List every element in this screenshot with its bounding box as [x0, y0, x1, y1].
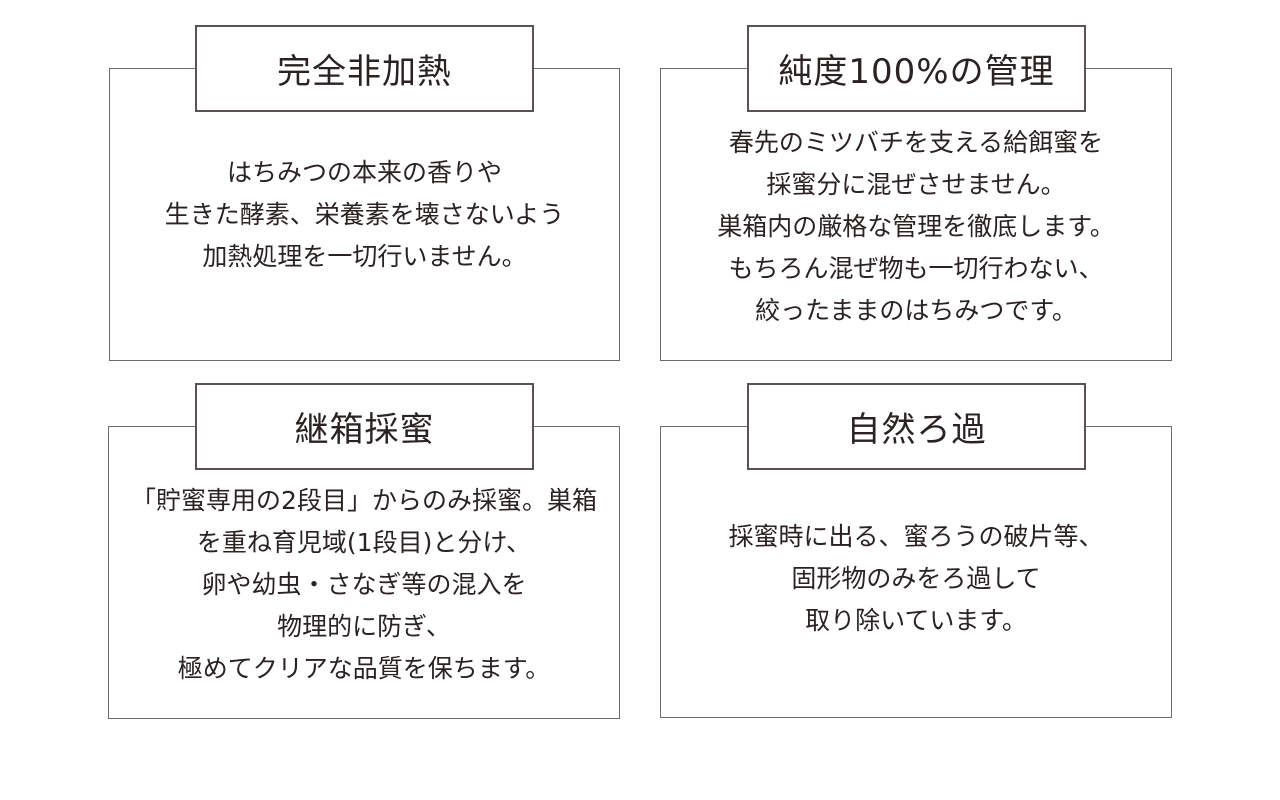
feature-card-no-heating: 完全非加熱 はちみつの本来の香りや 生きた酵素、栄養素を壊さないよう 加熱処理を… [109, 25, 620, 361]
description-line: 「貯蜜専用の2段目」からのみ採蜜。巣箱 [131, 486, 597, 515]
description-line: 生きた酵素、栄養素を壊さないよう [164, 200, 565, 229]
description-line: 絞ったままのはちみつです。 [755, 296, 1077, 325]
feature-card-super-harvest: 継箱採蜜 「貯蜜専用の2段目」からのみ採蜜。巣箱 を重ね育児域(1段目)と分け、… [108, 383, 620, 719]
description-line: 卵や幼虫・さなぎ等の混入を [201, 570, 527, 599]
description-line: を重ね育児域(1段目)と分け、 [196, 528, 532, 557]
description-line: 固形物のみをろ過して [791, 564, 1041, 593]
description-line: 物理的に防ぎ、 [277, 612, 451, 641]
feature-card-description: 採蜜時に出る、蜜ろうの破片等、 固形物のみをろ過して 取り除いています。 [661, 516, 1171, 642]
description-line: 極めてクリアな品質を保ちます。 [177, 654, 551, 683]
feature-card-natural-filtration: 自然ろ過 採蜜時に出る、蜜ろうの破片等、 固形物のみをろ過して 取り除いています… [660, 383, 1172, 718]
description-line: もちろん混ぜ物も一切行わない、 [728, 254, 1104, 283]
feature-card-title: 完全非加熱 [195, 25, 534, 112]
description-line: 加熱処理を一切行いません。 [202, 242, 527, 271]
description-line: 春先のミツバチを支える給餌蜜を [728, 128, 1104, 157]
feature-card-title: 純度100%の管理 [747, 25, 1086, 112]
description-line: はちみつの本来の香りや [226, 158, 502, 187]
description-line: 採蜜時に出る、蜜ろうの破片等、 [728, 522, 1104, 551]
description-line: 採蜜分に混ぜさせません。 [766, 170, 1066, 199]
feature-card-description: 春先のミツバチを支える給餌蜜を 採蜜分に混ぜさせません。 巣箱内の厳格な管理を徹… [661, 122, 1171, 332]
feature-card-description: 「貯蜜専用の2段目」からのみ採蜜。巣箱 を重ね育児域(1段目)と分け、 卵や幼虫… [109, 480, 619, 690]
feature-card-title: 継箱採蜜 [195, 383, 534, 470]
description-line: 巣箱内の厳格な管理を徹底します。 [717, 212, 1115, 241]
feature-card-description: はちみつの本来の香りや 生きた酵素、栄養素を壊さないよう 加熱処理を一切行いませ… [110, 152, 619, 278]
description-line: 取り除いています。 [805, 606, 1027, 635]
feature-card-purity: 純度100%の管理 春先のミツバチを支える給餌蜜を 採蜜分に混ぜさせません。 巣… [660, 25, 1172, 361]
feature-card-title: 自然ろ過 [747, 383, 1086, 470]
